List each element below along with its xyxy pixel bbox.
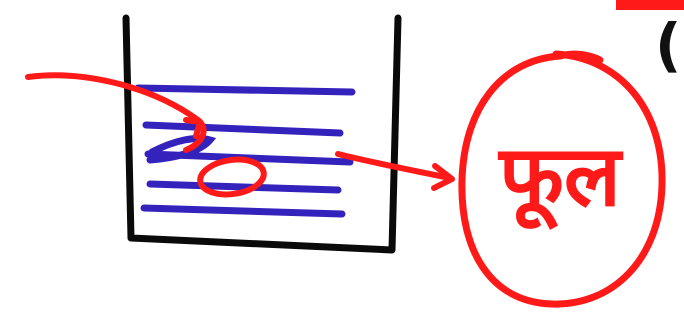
- highlight-oval: [197, 156, 267, 198]
- text-lines: [134, 84, 356, 218]
- top-right-red-bar: [616, 0, 684, 10]
- text-line-1: [134, 84, 356, 96]
- word-circle: [458, 50, 666, 308]
- text-line-4: [146, 180, 342, 194]
- outgoing-arrow: [335, 151, 455, 191]
- text-line-scribble: [146, 135, 217, 164]
- text-line-5: [140, 204, 346, 218]
- incoming-arrow: [25, 72, 207, 153]
- circle-word: फूल: [497, 127, 624, 230]
- edge-parenthesis: (: [655, 11, 682, 79]
- page-outline: [122, 14, 402, 254]
- text-line-2: [142, 121, 344, 137]
